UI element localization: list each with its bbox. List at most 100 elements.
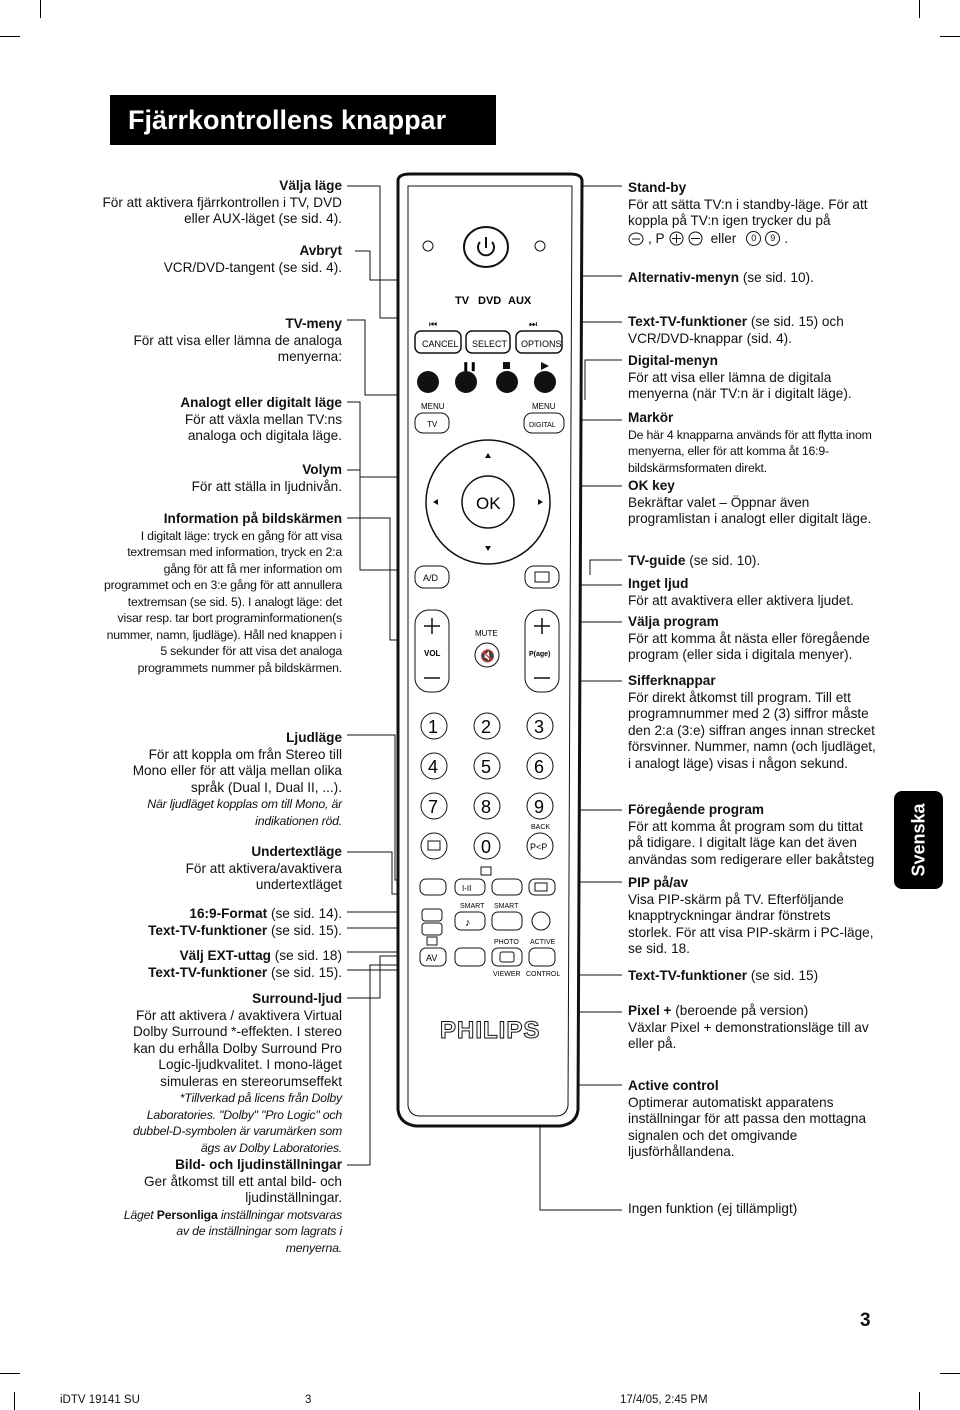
page-rocker[interactable] [524, 609, 560, 693]
digit-2-label: 2 [481, 717, 491, 737]
digit-6-label: 6 [534, 757, 544, 777]
pip-button[interactable] [531, 911, 551, 931]
digit-3-button[interactable] [526, 712, 554, 740]
eller: eller [710, 230, 737, 246]
heading: Stand-by [628, 180, 687, 195]
digit-5-button[interactable] [473, 752, 501, 780]
format-button[interactable] [528, 878, 556, 896]
analogt-digitalt-block: Analogt eller digitalt läge För att växl… [142, 395, 342, 445]
heading: Sifferknappar [628, 673, 716, 688]
footer-page: 3 [305, 1394, 312, 1406]
heading: Ljudläge [286, 730, 342, 745]
teletext-button[interactable] [491, 878, 523, 896]
mute-button[interactable] [474, 642, 500, 668]
active-block: Active control Optimerar automatiskt app… [628, 1078, 878, 1161]
heading: Volym [302, 462, 342, 477]
transport-buttons: ❚❚ [417, 361, 556, 393]
tv-guide-button[interactable] [524, 565, 560, 589]
digit-2-button[interactable] [473, 712, 501, 740]
digit-9-button[interactable] [526, 792, 554, 820]
select-button[interactable] [465, 330, 511, 354]
heading: 16:9-Format [189, 906, 268, 921]
information-block: Information på bildskärmen I digitalt lä… [102, 511, 342, 676]
heading: Avbryt [299, 243, 342, 258]
heading: Bild- och ljudinställningar [175, 1157, 342, 1172]
digit-8-button[interactable] [473, 792, 501, 820]
volume-rocker[interactable] [414, 609, 450, 693]
markor-block: Markör De här 4 knapparna används för at… [628, 410, 878, 476]
text: För att visa eller lämna de analoga meny… [133, 332, 342, 365]
ad-button[interactable] [414, 565, 450, 589]
format-169-block: 16:9-Format (se sid. 14). [82, 906, 342, 923]
text: För att ställa in ljudnivån. [191, 478, 342, 494]
text: För att sätta TV:n i standby-läge. För a… [628, 196, 868, 229]
digit-9-label: 9 [534, 797, 544, 817]
subtitle-icon [480, 866, 492, 876]
ext-button[interactable] [421, 908, 443, 922]
digit-0-button[interactable] [473, 832, 501, 860]
rewind-button[interactable] [417, 371, 439, 393]
menu-tv-button[interactable] [414, 412, 450, 434]
surround-button[interactable] [454, 947, 486, 967]
text: Ger åtkomst till ett antal bild- och lju… [144, 1173, 342, 1206]
text: Växlar Pixel + demonstrationsläge till a… [628, 1019, 869, 1052]
heading: Alternativ-menyn [628, 270, 740, 285]
digit-1-label: 1 [428, 717, 438, 737]
text: För att aktivera/avaktivera undertextläg… [185, 860, 342, 893]
heading: Text-TV-funktioner [148, 965, 268, 980]
text: För att aktivera / avaktivera Virtual Do… [132, 1007, 342, 1089]
undertextlage-block: Undertextläge För att aktivera/avaktiver… [142, 844, 342, 894]
digit-6-button[interactable] [526, 752, 554, 780]
cancel-button[interactable] [414, 330, 462, 354]
smart-sound-button[interactable] [454, 911, 486, 931]
ref: (se sid. 15) och VCR/DVD-knappar (sid. 4… [628, 314, 844, 346]
heading: PIP på/av [628, 875, 689, 890]
back-label: BACK [531, 824, 550, 831]
heading: TV-meny [285, 316, 342, 331]
ok-block: OK key Bekräftar valet – Öppnar även pro… [628, 478, 878, 528]
photo-label: PHOTO [494, 939, 519, 946]
note: *Tillverkad på licens från Dolby Laborat… [133, 1091, 342, 1155]
remote-inner-outline [407, 185, 573, 1117]
heading: Föregående program [628, 802, 764, 817]
page-plus-icon [534, 618, 550, 634]
photo-viewer-button[interactable] [491, 947, 523, 967]
digit-7-button[interactable] [420, 792, 448, 820]
options-button[interactable] [515, 330, 563, 354]
stop-button[interactable] [496, 371, 518, 393]
play-button[interactable] [534, 371, 556, 393]
cursor-down-icon [485, 546, 491, 551]
note-icon: ♪ [465, 917, 471, 929]
subtitle-button[interactable] [419, 878, 447, 896]
ref: (se sid. 15) [750, 968, 819, 983]
active-control-button[interactable] [528, 947, 556, 967]
volym-block: Volym För att ställa in ljudnivån. [122, 462, 342, 495]
tvguide-block: TV-guide (se sid. 10). [628, 553, 878, 570]
pause-button[interactable] [455, 371, 477, 393]
tv-meny-block: TV-meny För att visa eller lämna de anal… [102, 316, 342, 366]
heading: Information på bildskärmen [163, 511, 342, 526]
ad-label: A/D [423, 573, 439, 583]
cursor-right-icon [538, 499, 543, 505]
ok-button[interactable] [461, 475, 515, 529]
digit-0-label: 0 [481, 837, 491, 857]
text: Visa PIP-skärm på TV. Efterföljande knap… [628, 891, 874, 957]
ingen-block: Ingen funktion (ej tillämpligt) [628, 1201, 878, 1218]
digit-8-label: 8 [481, 797, 491, 817]
heading: Välja program [628, 614, 719, 629]
sound-mode-button[interactable] [454, 878, 486, 896]
teletext-hold-button[interactable] [421, 922, 443, 936]
info-button[interactable] [420, 832, 448, 860]
ext-block: Välj EXT-uttag (se sid. 18) [82, 948, 342, 965]
ref: (se sid. 18) [274, 948, 342, 963]
cursor-left-icon [433, 499, 438, 505]
bild-ljud-block: Bild- och ljudinställningar Ger åtkomst … [117, 1157, 342, 1256]
digit-1-button[interactable] [420, 712, 448, 740]
digit-4-button[interactable] [420, 752, 448, 780]
ljudlage-block: Ljudläge För att koppla om från Stereo t… [117, 730, 342, 829]
smart-label-2: SMART [494, 903, 519, 910]
smart-picture-button[interactable] [491, 911, 523, 931]
menu-digital-button[interactable] [523, 412, 565, 434]
previous-program-button[interactable] [526, 832, 554, 860]
av-button[interactable] [419, 947, 447, 967]
